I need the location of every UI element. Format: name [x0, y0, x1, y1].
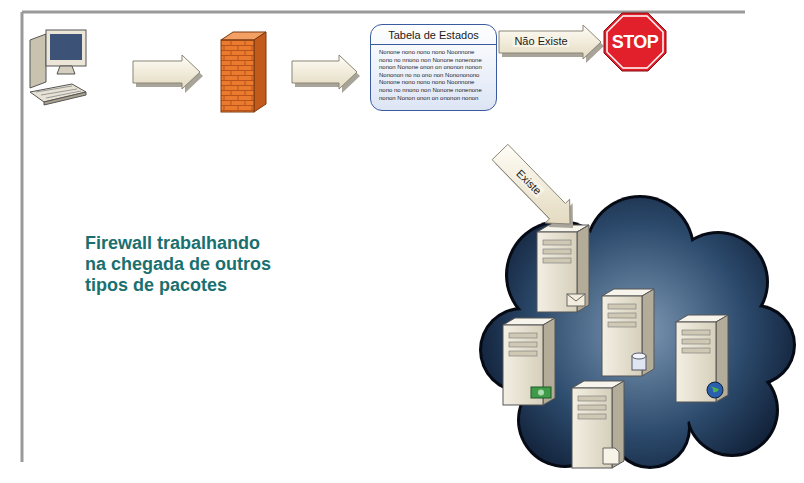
firewall-icon	[221, 32, 266, 112]
arrow-body	[499, 25, 601, 59]
arrow-body	[133, 55, 200, 89]
edge-label: Não Existe	[512, 35, 569, 47]
server-icon	[503, 318, 555, 405]
server-icon	[572, 381, 624, 468]
arrow-body	[292, 55, 357, 89]
server-icon	[602, 289, 654, 376]
computer-icon	[30, 30, 86, 105]
node-body: Nonone nono nono nono Noonnone nono no n…	[379, 49, 488, 102]
network-cloud	[479, 195, 796, 469]
node-heading: Tabela de Estados	[371, 29, 496, 45]
server-icon	[676, 315, 728, 402]
block-arrow	[492, 144, 573, 228]
block-arrow-connector	[499, 25, 604, 63]
block-arrow	[133, 55, 203, 93]
block-arrow	[292, 55, 360, 93]
arrow-label: Existe	[513, 166, 546, 199]
arrow-body	[492, 144, 570, 224]
diagram-title: Firewall trabalhando na chegada de outro…	[85, 233, 277, 296]
frame-line	[21, 12, 24, 462]
server-icon	[537, 225, 589, 312]
stop-sign: STOP	[603, 12, 667, 72]
state-table-box: Tabela de EstadosNonone nono nono nono N…	[370, 24, 497, 111]
node-heading: STOP	[612, 32, 659, 53]
